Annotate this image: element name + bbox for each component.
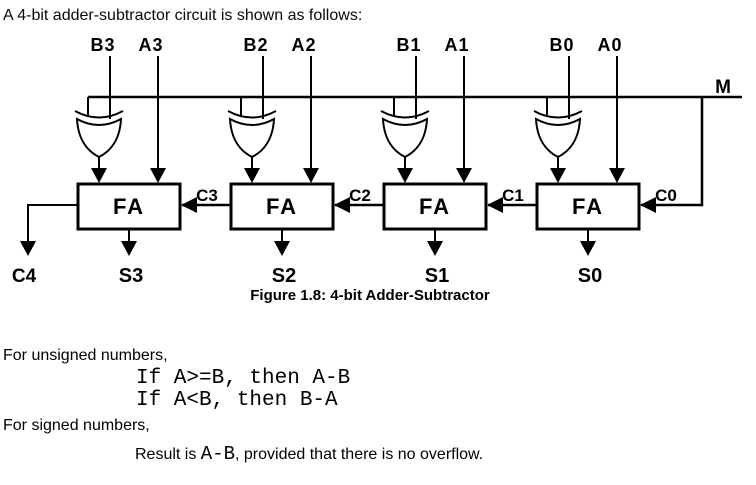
b-input-label: B2 bbox=[243, 35, 268, 55]
carry-label: C1 bbox=[502, 186, 524, 205]
mode-label: M bbox=[715, 77, 731, 98]
carry-arrowhead-icon bbox=[334, 197, 350, 213]
figure-caption: Figure 1.8: 4-bit Adder-Subtractor bbox=[250, 287, 490, 304]
fa-label: FA bbox=[419, 194, 451, 219]
adder-stage-1: B1 A1 FA S1 C1 bbox=[380, 35, 537, 286]
sum-arrowhead-icon bbox=[121, 241, 137, 256]
xor-output-arrowhead-icon bbox=[91, 168, 107, 183]
xor-gate bbox=[534, 117, 582, 159]
carry-out-wire bbox=[27, 204, 78, 241]
carry-arrowhead-icon bbox=[181, 197, 197, 213]
a-input-arrowhead-icon bbox=[609, 168, 625, 183]
xor-output-arrowhead-icon bbox=[244, 168, 260, 183]
adder-stage-0: B0 A0 FA S0 C0 bbox=[533, 35, 704, 286]
signed-heading: For signed numbers, bbox=[3, 417, 150, 434]
a-input-label: A0 bbox=[597, 35, 622, 55]
page-title: A 4-bit adder-subtractor circuit is show… bbox=[3, 7, 363, 24]
sum-label: S1 bbox=[425, 265, 449, 286]
signed-result-suffix: , provided that there is no overflow. bbox=[235, 446, 484, 463]
circuit-diagram: M C4 B3 A3 FA S3 C3 B2 bbox=[12, 35, 742, 286]
signed-result-line: Result is A-B, provided that there is no… bbox=[135, 440, 756, 469]
carry-label: C3 bbox=[196, 186, 218, 205]
carry-arrowhead-icon bbox=[640, 197, 656, 213]
sum-arrowhead-icon bbox=[274, 241, 290, 256]
a-input-label: A2 bbox=[291, 35, 316, 55]
a-input-arrowhead-icon bbox=[150, 168, 166, 183]
fa-label: FA bbox=[266, 194, 298, 219]
xor-output-arrowhead-icon bbox=[550, 168, 566, 183]
carry-out-label: C4 bbox=[12, 266, 37, 286]
carry-in-wire bbox=[641, 98, 704, 207]
unsigned-case-2: If A<B, then B-A bbox=[136, 389, 338, 412]
fa-box bbox=[382, 182, 488, 231]
xor-gate bbox=[381, 117, 429, 159]
carry-arrowhead-icon bbox=[487, 197, 503, 213]
sum-arrowhead-icon bbox=[580, 241, 596, 256]
carry-label: C0 bbox=[655, 186, 677, 205]
xor-output-arrowhead-icon bbox=[397, 168, 413, 183]
xor-input-arc bbox=[227, 110, 277, 119]
xor-input-arc bbox=[74, 110, 124, 119]
carry-out-arrowhead-icon bbox=[20, 241, 36, 256]
unsigned-case-1: If A>=B, then A-B bbox=[136, 367, 351, 390]
signed-result-code: A-B bbox=[200, 443, 236, 465]
sum-label: S0 bbox=[578, 265, 602, 286]
notes-block: For unsigned numbers, If A>=B, then A-B … bbox=[0, 344, 756, 469]
fa-box bbox=[76, 182, 182, 231]
a-input-label: A1 bbox=[444, 35, 469, 55]
fa-label: FA bbox=[113, 194, 145, 219]
b-input-label: B0 bbox=[549, 35, 574, 55]
adder-stage-3: B3 A3 FA S3 C3 bbox=[74, 35, 231, 286]
a-input-arrowhead-icon bbox=[456, 168, 472, 183]
adder-stage-2: B2 A2 FA S2 C2 bbox=[227, 35, 384, 286]
a-input-label: A3 bbox=[138, 35, 163, 55]
b-input-label: B3 bbox=[90, 35, 115, 55]
fa-box bbox=[229, 182, 335, 231]
unsigned-heading: For unsigned numbers, bbox=[3, 347, 168, 364]
sum-label: S3 bbox=[119, 265, 143, 286]
xor-input-arc bbox=[380, 110, 430, 119]
xor-input-arc bbox=[533, 110, 583, 119]
signed-result-prefix: Result is bbox=[135, 446, 201, 463]
xor-gate bbox=[228, 117, 276, 159]
b-input-label: B1 bbox=[396, 35, 421, 55]
xor-gate bbox=[75, 117, 123, 159]
fa-label: FA bbox=[572, 194, 604, 219]
sum-label: S2 bbox=[272, 265, 296, 286]
sum-arrowhead-icon bbox=[427, 241, 443, 256]
carry-label: C2 bbox=[349, 186, 371, 205]
a-input-arrowhead-icon bbox=[303, 168, 319, 183]
fa-box bbox=[535, 182, 641, 231]
